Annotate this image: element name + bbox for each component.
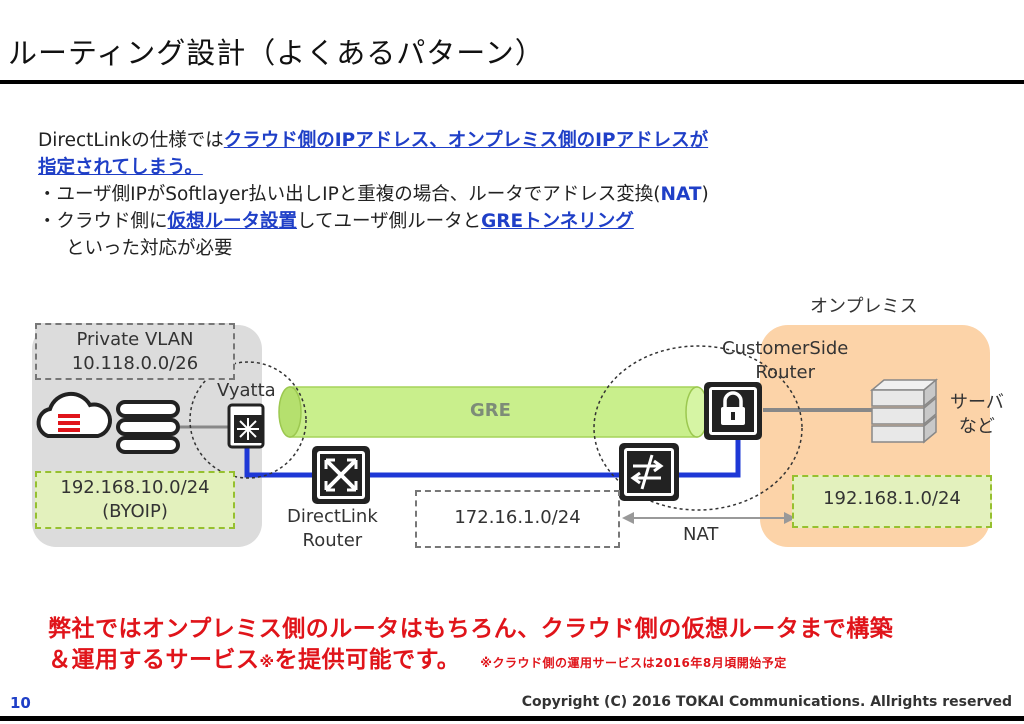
customer-router-line-2: Router [755,362,816,383]
private-vlan-box: Private VLAN 10.118.0.0/26 [35,323,235,380]
service-message-mark: ※ [259,653,275,671]
body-line-2: 指定されてしまう。 [38,154,709,181]
service-message-line-2-text: ＆運用するサービス [48,647,260,673]
nat-firewall-icon [619,443,679,501]
body-line-4-prefix: ・クラウド側に [38,211,168,232]
body-line-3-suffix: ) [701,184,709,205]
copyright: Copyright (C) 2016 TOKAI Communications.… [521,694,1012,710]
onprem-server-icon [869,378,939,444]
directlink-line-1: DirectLink [287,506,378,527]
service-message-line-2-suffix: を提供可能です。 [274,647,461,673]
transit-subnet-box: 172.16.1.0/24 [415,490,620,548]
directlink-router-label: DirectLink Router [287,505,378,553]
body-line-1-highlight: クラウド側のIPアドレス、オンプレミス側のIPアドレスが [223,130,709,151]
gre-label: GRE [470,400,511,421]
directlink-router-icon [312,446,370,504]
byoip-line-1: 192.168.10.0/24 [60,477,210,498]
body-line-3: ・ユーザ側IPがSoftlayer払い出しIPと重複の場合、ルータでアドレス変換… [38,181,709,208]
body-line-4: ・クラウド側に仮想ルータ設置してユーザ側ルータとGREトンネリング [38,208,709,235]
directlink-line-2: Router [302,530,363,551]
cloud-icon [36,391,112,438]
directlink-path [244,425,741,478]
vyatta-router-icon [227,403,265,449]
footer-divider [0,716,1024,721]
gre-tunnel-left-end [278,386,302,438]
vyatta-label: Vyatta [217,380,276,401]
private-vlan-line-1: Private VLAN [76,329,194,350]
onprem-label: オンプレミス [810,296,918,317]
server-line-2: など [958,416,995,437]
body-text: DirectLinkの仕様ではクラウド側のIPアドレス、オンプレミス側のIPアド… [38,127,709,262]
service-message-line-2: ＆運用するサービス※を提供可能です。 ※クラウド側の運用サービスは2016年8月頃… [48,645,893,679]
body-line-1: DirectLinkの仕様ではクラウド側のIPアドレス、オンプレミス側のIPアド… [38,127,709,154]
body-line-5: といった対応が必要 [66,238,233,259]
server-label: サーバ など [950,391,1004,439]
body-line-4-highlight-1: 仮想ルータ設置 [167,211,298,232]
body-line-2-highlight: 指定されてしまう。 [38,157,203,178]
private-vlan-line-2: 10.118.0.0/26 [71,353,199,374]
customer-router-label: CustomerSide Router [722,337,848,385]
page-number: 10 [10,694,31,712]
body-line-4-highlight-2: GREトンネリング [481,211,634,232]
byoip-line-2: (BYOIP) [102,501,168,522]
nat-arrow [622,512,796,524]
service-note: ※クラウド側の運用サービスは2016年8月頃開始予定 [480,656,787,670]
body-line-3-nat: NAT [660,184,702,205]
lock-icon [704,382,762,440]
body-line-4-middle: してユーザ側ルータと [297,211,482,232]
title-divider [0,80,1024,84]
customer-router-highlight-circle [593,345,803,511]
customer-router-line-1: CustomerSide [722,338,849,359]
body-line-3-prefix: ・ユーザ側IPがSoftlayer払い出しIPと重複の場合、ルータでアドレス変換… [38,184,661,205]
service-message-line-1: 弊社ではオンプレミス側のルータはもちろん、クラウド側の仮想ルータまで構築 [48,616,894,642]
onprem-subnet-box: 192.168.1.0/24 [792,475,992,528]
cloud-server-icon [116,400,180,454]
vyatta-highlight-circle [189,361,307,479]
nat-label: NAT [683,524,719,545]
page-title: ルーティング設計（よくあるパターン） [8,36,545,70]
body-line-1-prefix: DirectLinkの仕様では [38,130,224,151]
byoip-subnet-box: 192.168.10.0/24 (BYOIP) [35,471,235,529]
service-message: 弊社ではオンプレミス側のルータはもちろん、クラウド側の仮想ルータまで構築 ＆運用… [48,614,893,679]
server-line-1: サーバ [950,392,1004,413]
gre-tunnel [289,386,698,438]
